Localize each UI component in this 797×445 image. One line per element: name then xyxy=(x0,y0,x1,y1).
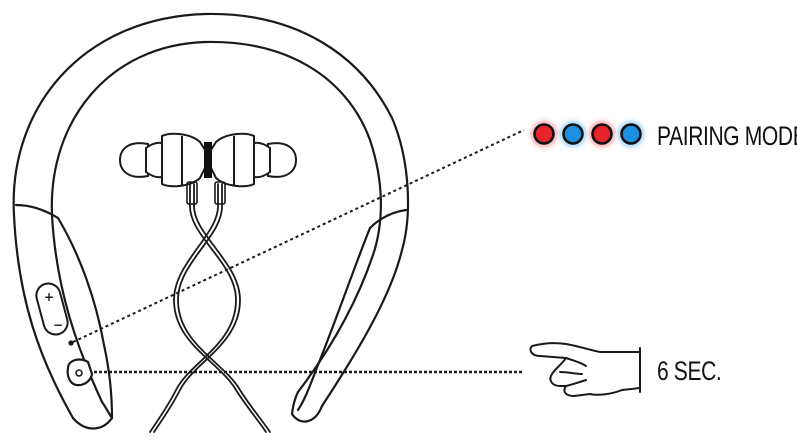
pairing-mode-label: PAIRING MODE xyxy=(657,121,797,151)
neckband-body xyxy=(12,12,410,430)
led-callout-line xyxy=(72,129,525,343)
led-sequence xyxy=(530,120,645,148)
led-indicator xyxy=(68,340,74,346)
power-button[interactable] xyxy=(66,358,94,387)
volume-up-symbol: + xyxy=(44,290,54,304)
pressing-hand-icon xyxy=(529,342,641,397)
right-earbud xyxy=(210,132,298,188)
earbud-cables xyxy=(149,181,271,433)
led-dot-red xyxy=(591,123,613,145)
led-dot-blue xyxy=(620,123,642,145)
left-earbud xyxy=(118,132,206,188)
led-dot-blue xyxy=(562,123,584,145)
magnetic-joint xyxy=(204,142,212,178)
led-dot-red xyxy=(533,123,555,145)
volume-down-symbol: − xyxy=(53,318,63,332)
volume-button-group: + − xyxy=(34,281,71,337)
hold-duration-label: 6 SEC. xyxy=(657,356,722,386)
power-button-center-icon xyxy=(75,369,83,377)
volume-rocker[interactable] xyxy=(34,281,71,337)
